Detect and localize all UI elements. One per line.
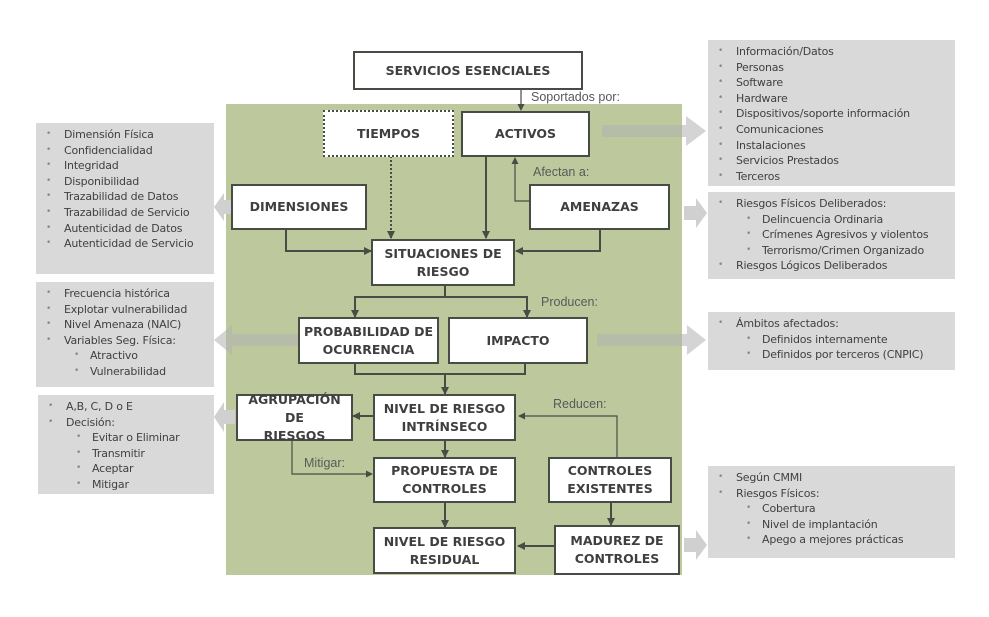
node-tiempos: TIEMPOS <box>323 110 454 157</box>
panel-list-item: Decisión: <box>46 415 206 431</box>
panel-list-item: Apego a mejores prácticas <box>716 532 947 548</box>
panel-list-item: Personas <box>716 60 947 76</box>
panel-list-item: Mitigar <box>46 477 206 493</box>
panel-list-item: Integridad <box>44 158 206 174</box>
panel-list-item: Terceros <box>716 169 947 185</box>
panel-list-item: Riesgos Físicos: <box>716 486 947 502</box>
panel-list-item: Crímenes Agresivos y violentos <box>716 227 947 243</box>
edge-prob-impacto-merge <box>354 363 526 375</box>
edge-amenazas-situaciones <box>515 229 601 255</box>
panel-list-item: Variables Seg. Física: <box>44 333 206 349</box>
node-madurez-de-controles: MADUREZ DE CONTROLES <box>554 525 680 575</box>
panel-list-item: Transmitir <box>46 446 206 462</box>
panel-list-item: Trazabilidad de Servicio <box>44 205 206 221</box>
node-propuesta-de-controles: PROPUESTA DE CONTROLES <box>373 457 516 503</box>
panel-amenazas-list: Riesgos Físicos Deliberados:Delincuencia… <box>708 192 955 279</box>
edge-dimensiones-situaciones <box>285 229 372 255</box>
panel-list-item: Trazabilidad de Datos <box>44 189 206 205</box>
edge-existentes-intrinseco <box>518 412 618 457</box>
panel-activos-list: Información/DatosPersonasSoftwareHardwar… <box>708 40 955 186</box>
panel-list-item: Disponibilidad <box>44 174 206 190</box>
panel-madurez-list: Según CMMIRiesgos Físicos:CoberturaNivel… <box>708 466 955 558</box>
node-nivel-riesgo-residual: NIVEL DE RIESGO RESIDUAL <box>373 527 516 574</box>
node-situaciones-de-riesgo: SITUACIONES DE RIESGO <box>371 239 515 286</box>
panel-list-item: Servicios Prestados <box>716 153 947 169</box>
node-amenazas: AMENAZAS <box>529 184 670 230</box>
panel-list-item: Dispositivos/soporte información <box>716 106 947 122</box>
panel-impacto-list: Ámbitos afectados:Definidos internamente… <box>708 312 955 370</box>
node-probabilidad-de-ocurrencia: PROBABILIDAD DE OCURRENCIA <box>298 317 439 364</box>
panel-list-item: Definidos internamente <box>716 332 947 348</box>
label-mitigar: Mitigar: <box>304 456 345 470</box>
node-nivel-riesgo-intrinseco: NIVEL DE RIESGO INTRÍNSECO <box>373 394 516 441</box>
panel-list-item: Instalaciones <box>716 138 947 154</box>
panel-list-item: Nivel Amenaza (NAIC) <box>44 317 206 333</box>
impacto-to-panel-arrow <box>597 325 706 355</box>
panel-list-item: A,B, C, D o E <box>46 399 206 415</box>
panel-list-item: Software <box>716 75 947 91</box>
panel-list-item: Terrorismo/Crimen Organizado <box>716 243 947 259</box>
panel-list-item: Según CMMI <box>716 470 947 486</box>
node-controles-existentes: CONTROLES EXISTENTES <box>548 457 672 503</box>
edge-situaciones-impacto <box>445 296 531 318</box>
panel-list-item: Riesgos Lógicos Deliberados <box>716 258 947 274</box>
panel-list-item: Vulnerabilidad <box>44 364 206 380</box>
panel-list-item: Comunicaciones <box>716 122 947 138</box>
node-dimensiones: DIMENSIONES <box>231 184 367 230</box>
amenazas-to-panel-arrow <box>684 198 707 228</box>
panel-list-item: Hardware <box>716 91 947 107</box>
panel-list-item: Atractivo <box>44 348 206 364</box>
panel-list-item: Frecuencia histórica <box>44 286 206 302</box>
panel-list-item: Evitar o Eliminar <box>46 430 206 446</box>
panel-list-item: Autenticidad de Datos <box>44 221 206 237</box>
panel-list-item: Cobertura <box>716 501 947 517</box>
madurez-to-panel-arrow <box>684 530 707 560</box>
label-afectan-a: Afectan a: <box>533 165 590 179</box>
panel-list-item: Dimensión Física <box>44 127 206 143</box>
edge-amenazas-activos <box>511 157 531 202</box>
panel-list-item: Definidos por terceros (CNPIC) <box>716 347 947 363</box>
label-reducen: Reducen: <box>553 397 607 411</box>
panel-probabilidad-list: Frecuencia históricaExplotar vulnerabili… <box>36 282 214 387</box>
panel-list-item: Explotar vulnerabilidad <box>44 302 206 318</box>
panel-agrupacion-list: A,B, C, D o EDecisión:Evitar o EliminarT… <box>38 395 214 494</box>
panel-dimensiones-list: Dimensión FísicaConfidencialidadIntegrid… <box>36 123 214 274</box>
label-producen: Producen: <box>541 295 598 309</box>
node-activos: ACTIVOS <box>461 111 590 157</box>
node-impacto: IMPACTO <box>448 317 588 364</box>
agrupacion-to-panel-arrow <box>214 402 235 432</box>
panel-list-item: Delincuencia Ordinaria <box>716 212 947 228</box>
activos-to-panel-arrow <box>602 116 706 146</box>
panel-list-item: Aceptar <box>46 461 206 477</box>
edge-agrupacion-propuesta <box>291 440 373 478</box>
panel-list-item: Nivel de implantación <box>716 517 947 533</box>
label-soportados-por: Soportados por: <box>531 90 620 104</box>
panel-list-item: Confidencialidad <box>44 143 206 159</box>
edge-situaciones-split <box>351 285 446 318</box>
node-servicios-esenciales: SERVICIOS ESENCIALES <box>353 51 583 90</box>
probabilidad-to-panel-arrow <box>214 325 299 355</box>
panel-list-item: Autenticidad de Servicio <box>44 236 206 252</box>
node-agrupacion-de-riesgos: AGRUPACIÓN DE RIESGOS <box>236 392 353 443</box>
panel-list-item: Información/Datos <box>716 44 947 60</box>
dimensiones-to-panel-arrow <box>214 193 233 221</box>
panel-list-item: Riesgos Físicos Deliberados: <box>716 196 947 212</box>
panel-list-item: Ámbitos afectados: <box>716 316 947 332</box>
